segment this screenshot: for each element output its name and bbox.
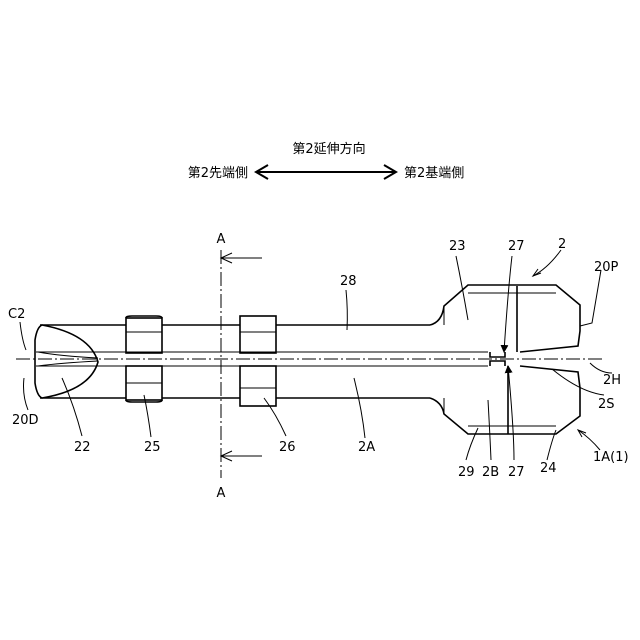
label-27-bottom: 27 [508, 465, 525, 480]
label-26: 26 [279, 440, 296, 455]
label-27-top: 27 [508, 239, 525, 254]
label-2a: 2A [358, 440, 375, 455]
section-line-a [221, 250, 262, 478]
direction-right-label: 第2基端側 [404, 166, 464, 181]
label-25: 25 [144, 440, 161, 455]
direction-title: 第2延伸方向 [292, 141, 365, 157]
label-22: 22 [74, 440, 91, 455]
direction-double-arrow [256, 165, 396, 179]
label-2s: 2S [598, 397, 615, 412]
section-mark-bottom: A [217, 486, 226, 501]
direction-left-label: 第2先端側 [188, 166, 248, 181]
label-2h: 2H [603, 373, 621, 388]
label-20p: 20P [594, 260, 619, 275]
label-29: 29 [458, 465, 475, 480]
label-28: 28 [340, 274, 357, 289]
label-24: 24 [540, 461, 557, 476]
hex-nut-26 [240, 316, 276, 406]
label-20d: 20D [12, 413, 39, 428]
label-1a: 1A(1) [593, 450, 629, 465]
leader-lines [20, 250, 612, 460]
label-23: 23 [449, 239, 466, 254]
label-2: 2 [558, 237, 566, 252]
section-mark-top: A [217, 232, 226, 247]
label-c2: C2 [8, 307, 25, 322]
label-2b: 2B [482, 465, 499, 480]
